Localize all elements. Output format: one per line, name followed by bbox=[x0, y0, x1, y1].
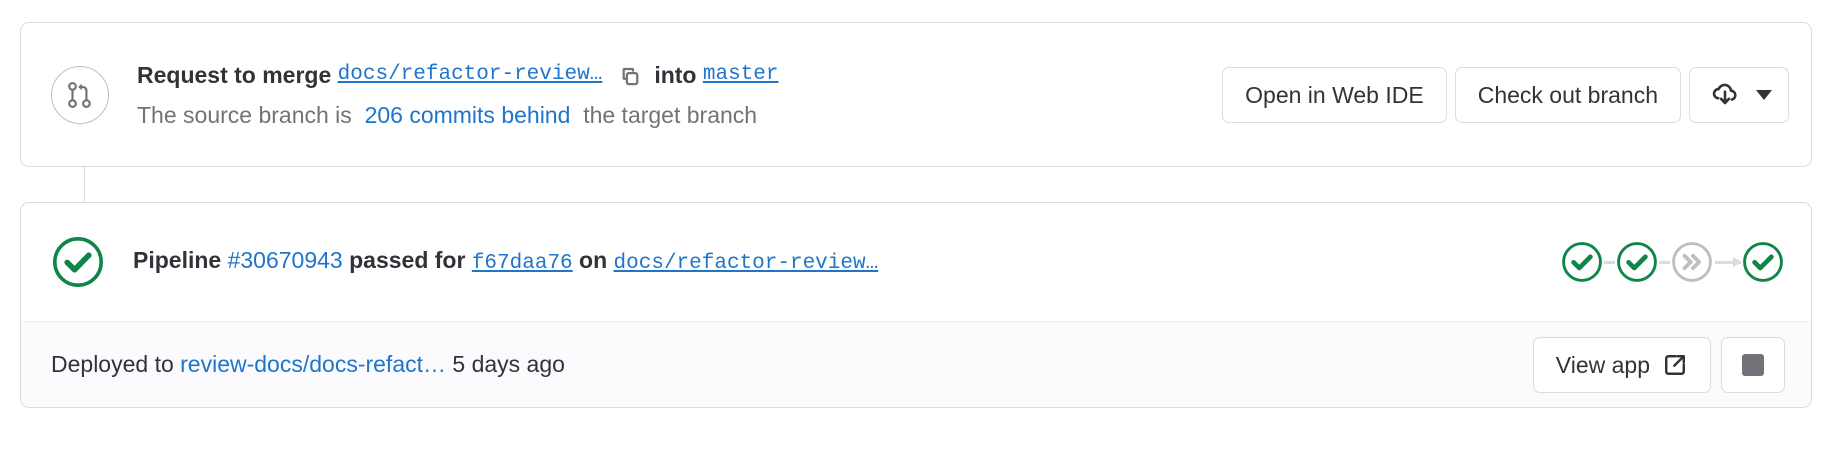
deployed-to-label: Deployed to bbox=[51, 351, 174, 377]
pipeline-row: Pipeline #30670943 passed for f67daa76 o… bbox=[21, 203, 1811, 321]
stop-environment-button[interactable] bbox=[1721, 336, 1785, 393]
target-branch-link[interactable]: master bbox=[702, 62, 779, 86]
pipeline-description: Pipeline #30670943 passed for f67daa76 o… bbox=[133, 244, 1540, 280]
commit-sha-link[interactable]: f67daa76 bbox=[471, 252, 573, 275]
pipeline-stage-1-success[interactable] bbox=[1560, 240, 1604, 284]
merge-request-icon bbox=[51, 65, 109, 124]
widget-connector-line bbox=[84, 167, 85, 213]
view-app-label: View app bbox=[1555, 351, 1650, 378]
cloud-download-icon bbox=[1710, 80, 1740, 110]
pipeline-result-label: passed for bbox=[349, 247, 466, 273]
deployment-actions: View app bbox=[1532, 336, 1785, 393]
copy-icon[interactable] bbox=[614, 61, 644, 91]
environment-link[interactable]: review-docs/docs-refact… bbox=[180, 351, 446, 377]
pipeline-id-link[interactable]: #30670943 bbox=[227, 247, 343, 273]
stop-icon bbox=[1742, 353, 1764, 376]
deployment-row: Deployed to review-docs/docs-refact… 5 d… bbox=[21, 321, 1811, 407]
pipeline-on-label: on bbox=[579, 247, 608, 273]
deployment-description: Deployed to review-docs/docs-refact… 5 d… bbox=[51, 351, 1533, 378]
pipeline-stage-3-skipped[interactable] bbox=[1670, 240, 1714, 284]
external-link-icon bbox=[1662, 352, 1688, 378]
merge-request-summary: Request to merge docs/refactor-review… i… bbox=[137, 58, 1198, 132]
merge-request-card: Request to merge docs/refactor-review… i… bbox=[20, 22, 1812, 167]
deployment-time: 5 days ago bbox=[452, 351, 565, 377]
pipeline-stage-2-success[interactable] bbox=[1615, 240, 1659, 284]
pipeline-branch-link[interactable]: docs/refactor-review… bbox=[613, 252, 879, 275]
into-label: into bbox=[654, 61, 697, 88]
status-success-icon bbox=[51, 235, 105, 289]
stage-arrow-icon bbox=[1715, 256, 1742, 267]
chevron-down-icon bbox=[1756, 89, 1772, 100]
pipeline-stage-4-success[interactable] bbox=[1741, 240, 1785, 284]
branch-status-prefix: The source branch is bbox=[137, 101, 352, 128]
download-dropdown-button[interactable] bbox=[1689, 66, 1789, 123]
stage-connector bbox=[1604, 260, 1615, 264]
pipeline-stages bbox=[1560, 240, 1785, 284]
merge-request-headline: Request to merge docs/refactor-review… i… bbox=[137, 58, 1198, 92]
merge-request-actions: Open in Web IDE Check out branch bbox=[1222, 66, 1789, 123]
pipeline-card: Pipeline #30670943 passed for f67daa76 o… bbox=[20, 202, 1812, 408]
source-branch-link[interactable]: docs/refactor-review… bbox=[337, 62, 603, 86]
branch-status-suffix: the target branch bbox=[583, 101, 758, 128]
check-out-branch-button[interactable]: Check out branch bbox=[1454, 66, 1681, 123]
request-to-merge-label: Request to merge bbox=[137, 61, 332, 88]
open-in-web-ide-button[interactable]: Open in Web IDE bbox=[1222, 66, 1447, 123]
pipeline-label: Pipeline bbox=[133, 247, 222, 273]
commits-behind-link[interactable]: 206 commits behind bbox=[364, 101, 571, 128]
view-app-button[interactable]: View app bbox=[1532, 336, 1711, 393]
stage-connector bbox=[1659, 260, 1670, 264]
branch-status-text: The source branch is 206 commits behind … bbox=[137, 98, 1198, 132]
